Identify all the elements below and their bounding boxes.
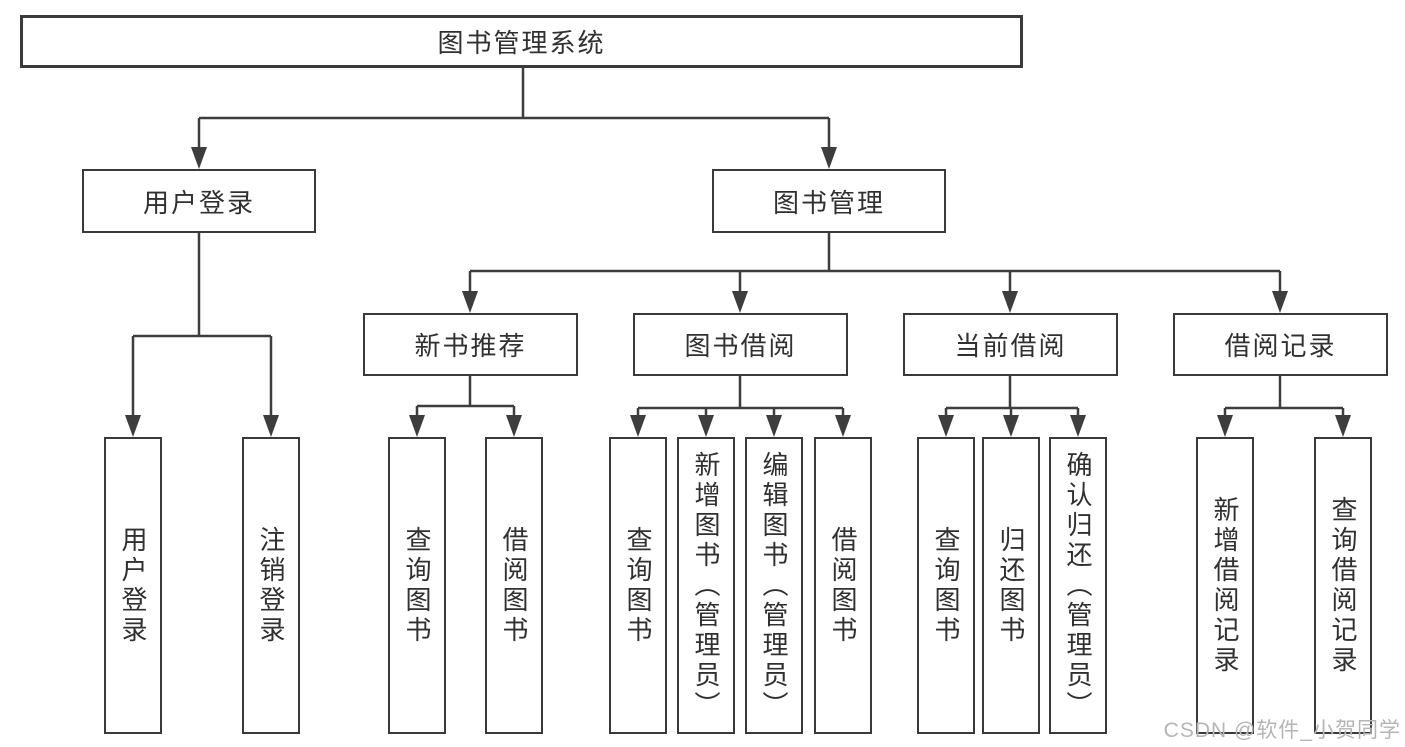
- node-new-book-recommend: 新书推荐: [363, 313, 578, 376]
- leaf-confirm-return-admin: 确认归还（管理员）: [1049, 437, 1107, 734]
- leaf-label: 新增借阅记录: [1210, 495, 1240, 676]
- leaf-query-books: 查询图书: [388, 437, 446, 734]
- leaf-query-borrow-record: 查询借阅记录: [1314, 437, 1372, 734]
- leaf-label: 查询图书: [931, 525, 961, 646]
- leaf-label: 查询图书: [402, 525, 432, 646]
- node-book-management: 图书管理: [712, 169, 946, 233]
- leaf-add-books-admin: 新增图书（管理员）: [677, 437, 735, 734]
- node-label: 图书管理系统: [437, 28, 606, 58]
- leaf-label: 借阅图书: [828, 525, 858, 646]
- node-label: 用户登录: [142, 187, 255, 218]
- leaf-query-books: 查询图书: [917, 437, 975, 734]
- node-library-management-system: 图书管理系统: [20, 15, 1023, 68]
- node-label: 图书借阅: [684, 331, 797, 361]
- leaf-label: 新增图书（管理员）: [691, 450, 721, 721]
- leaf-borrow-books: 借阅图书: [485, 437, 543, 734]
- node-current-borrow: 当前借阅: [903, 313, 1118, 376]
- leaf-edit-books-admin: 编辑图书（管理员）: [745, 437, 803, 734]
- node-book-borrow: 图书借阅: [633, 313, 848, 376]
- leaf-label: 编辑图书（管理员）: [759, 450, 789, 721]
- leaf-logout: 注销登录: [242, 437, 300, 734]
- leaf-label: 用户登录: [118, 525, 148, 646]
- leaf-label: 确认归还（管理员）: [1063, 450, 1093, 721]
- node-borrow-records: 借阅记录: [1173, 313, 1388, 376]
- csdn-watermark: CSDN @软件_小贺同学: [1163, 719, 1401, 742]
- leaf-user-login: 用户登录: [104, 437, 162, 734]
- leaf-add-borrow-record: 新增借阅记录: [1196, 437, 1254, 734]
- leaf-borrow-books: 借阅图书: [814, 437, 872, 734]
- node-label: 图书管理: [772, 187, 885, 218]
- node-user-login: 用户登录: [82, 169, 316, 233]
- leaf-query-books: 查询图书: [609, 437, 667, 734]
- node-label: 当前借阅: [954, 331, 1067, 361]
- node-label: 新书推荐: [414, 331, 527, 361]
- leaf-return-books: 归还图书: [982, 437, 1040, 734]
- leaf-label: 查询借阅记录: [1328, 495, 1358, 676]
- leaf-label: 注销登录: [256, 525, 286, 646]
- node-label: 借阅记录: [1224, 331, 1337, 361]
- leaf-label: 查询图书: [623, 525, 653, 646]
- leaf-label: 归还图书: [996, 525, 1026, 646]
- leaf-label: 借阅图书: [499, 525, 529, 646]
